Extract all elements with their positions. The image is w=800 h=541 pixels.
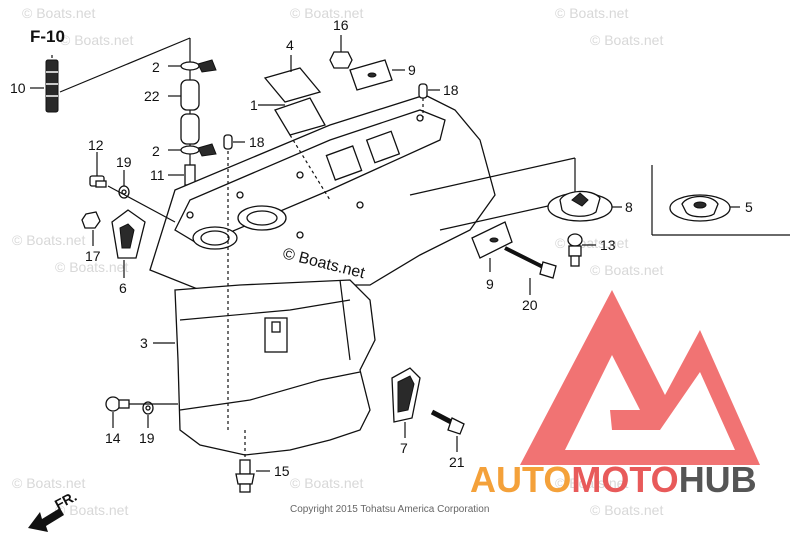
part-9-anode-block-lower [471, 221, 513, 272]
part-13-bolt [567, 233, 596, 267]
callout-20: 20 [522, 297, 538, 313]
callout-7: 7 [400, 440, 408, 456]
logo-text-auto: AUTO [470, 459, 571, 500]
watermark-text: © Boats.net [590, 262, 663, 278]
callout-numbers: 1 2 2 3 4 5 6 7 8 9 9 10 11 12 13 14 15 … [10, 17, 753, 479]
watermark-text: © Boats.net [55, 259, 128, 275]
part-11-nipple [168, 164, 196, 186]
logo-text-moto: MOTO [571, 459, 678, 500]
watermark-text: © Boats.net [290, 475, 363, 491]
watermark-text: © Boats.net [290, 5, 363, 21]
part-19-washer-upper [118, 170, 130, 199]
callout-3: 3 [140, 335, 148, 351]
part-15-drain-screw [235, 459, 270, 493]
logo-text-hub: HUB [679, 459, 757, 500]
part-19-washer-lower [142, 401, 154, 428]
callout-13: 13 [600, 237, 616, 253]
copyright-text: Copyright 2015 Tohatsu America Corporati… [290, 504, 489, 515]
callout-2: 2 [152, 143, 160, 159]
callout-4: 4 [286, 37, 294, 53]
part-20-bolt [504, 246, 557, 295]
callout-11: 11 [150, 167, 165, 183]
callout-8: 8 [625, 199, 633, 215]
callout-9: 9 [408, 62, 416, 78]
watermark-text: © Boats.net [12, 475, 85, 491]
watermark-text: © Boats.net [590, 502, 663, 518]
watermark-text: © Boats.net [60, 32, 133, 48]
watermark-text: © Boats.net [590, 32, 663, 48]
part-18-pin-lower [223, 134, 245, 150]
watermark-text: © Boats.net [555, 475, 628, 491]
logo-wordmark: AUTOMOTOHUB [470, 459, 757, 500]
part-22-hose [168, 79, 200, 145]
watermark-text: © Boats.net [22, 5, 95, 21]
part-9-anode-block-upper [349, 59, 405, 91]
part-12-bolt [89, 152, 107, 188]
part-18-pin-upper [418, 83, 440, 99]
callout-14: 14 [105, 430, 121, 446]
part-1-seal-strip [258, 97, 326, 136]
callout-9: 9 [486, 276, 494, 292]
part-21-bolt [430, 409, 465, 452]
callout-19: 19 [116, 154, 132, 170]
watermark-text: © Boats.net [55, 502, 128, 518]
callout-5: 5 [745, 199, 753, 215]
watermark-text: © Boats.net [12, 232, 85, 248]
part-4-seal-strip [263, 55, 322, 103]
callout-19: 19 [139, 430, 155, 446]
part-10-hose-fitting [30, 55, 59, 115]
callout-6: 6 [119, 280, 127, 296]
part-17-nut [81, 211, 101, 246]
callout-17: 17 [85, 248, 101, 264]
part-6-anode-plate [111, 209, 146, 278]
callout-2: 2 [152, 59, 160, 75]
callout-21: 21 [449, 454, 465, 470]
watermark-text: © Boats.net [555, 5, 628, 21]
part-2-hose-clamp-lower [168, 143, 217, 157]
callout-12: 12 [88, 137, 104, 153]
part-16-nut [329, 35, 353, 69]
callout-15: 15 [274, 463, 290, 479]
logo-triangle-cutout [565, 355, 735, 450]
part-2-hose-clamp-upper [168, 59, 217, 73]
callout-16: 16 [333, 17, 349, 33]
callout-22: 22 [144, 88, 160, 104]
automotohub-logo: AUTOMOTOHUB [470, 290, 760, 500]
part-8-trim-anode [547, 190, 622, 222]
part-5-inset-box [651, 165, 790, 236]
section-code: F-10 [30, 27, 65, 46]
callout-1: 1 [250, 97, 258, 113]
callout-10: 10 [10, 80, 26, 96]
part-14-bolt [105, 396, 130, 428]
callout-18: 18 [249, 134, 265, 150]
part-7-anode-plate [391, 367, 421, 438]
callout-18: 18 [443, 82, 459, 98]
watermark-text: © Boats.net [555, 235, 628, 251]
part-3-gear-case [149, 94, 496, 456]
